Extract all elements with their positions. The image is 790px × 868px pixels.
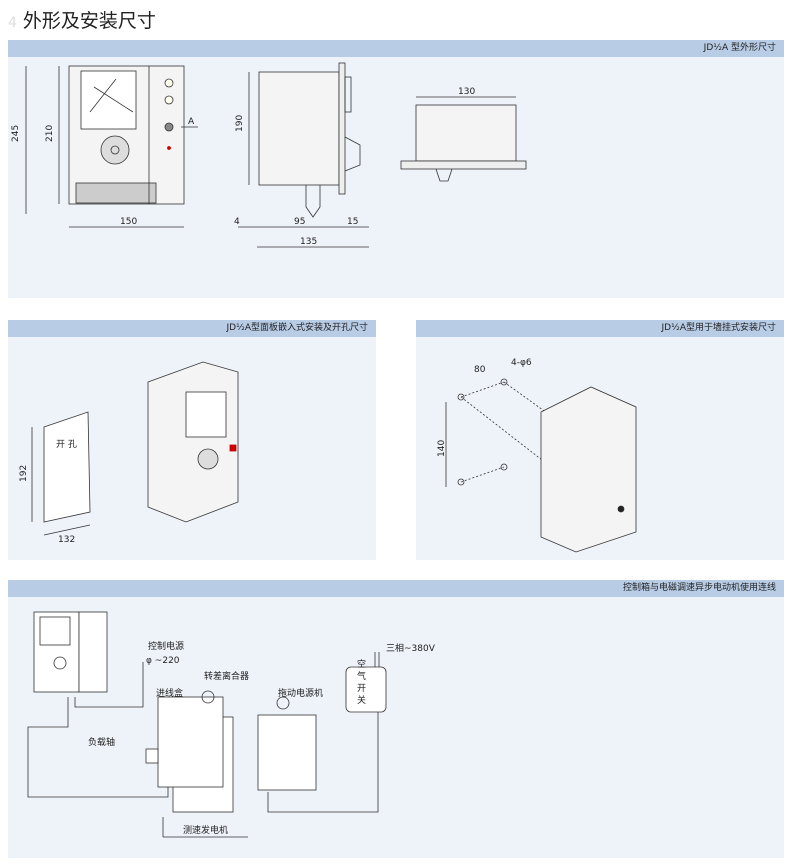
wiring-drawing xyxy=(27,611,387,838)
svg-text:192: 192 xyxy=(19,465,29,482)
wall-mount-labels: 80 4-φ6 140 xyxy=(437,358,532,457)
svg-text:控制电源: 控制电源 xyxy=(148,640,184,652)
svg-text:4: 4 xyxy=(234,217,240,227)
svg-text:关: 关 xyxy=(357,694,366,706)
outline-dimensions-panel: JD½A 型外形尺寸 245 210 150 A 190 4 95 15 135… xyxy=(8,40,784,298)
svg-text:245: 245 xyxy=(11,125,21,142)
outline-drawing xyxy=(25,62,527,248)
panel-mount-labels: 开 孔 192 132 xyxy=(19,439,77,545)
svg-text:负载轴: 负载轴 xyxy=(88,736,115,748)
svg-text:拖动电源机: 拖动电源机 xyxy=(278,687,323,699)
svg-text:进线盒: 进线盒 xyxy=(156,687,183,699)
svg-text:开 孔: 开 孔 xyxy=(56,439,77,450)
svg-text:φ ~220: φ ~220 xyxy=(146,656,180,666)
section-heading: 控制箱与电磁调速异步电动机使用连线 xyxy=(8,580,784,597)
svg-text:210: 210 xyxy=(45,125,55,142)
wall-mount-panel: JD½A型用于墙挂式安装尺寸 80 4-φ6 140 xyxy=(416,320,784,560)
svg-text:开: 开 xyxy=(357,683,366,694)
wiring-panel: 控制箱与电磁调速异步电动机使用连线 控制电源 φ ~220 转差离合器 进线盒 … xyxy=(8,580,784,858)
svg-text:95: 95 xyxy=(294,217,305,227)
section-heading: JD½A型面板嵌入式安装及开孔尺寸 xyxy=(8,320,376,337)
svg-text:4-φ6: 4-φ6 xyxy=(511,358,532,368)
svg-text:130: 130 xyxy=(458,87,475,97)
section-heading: JD½A 型外形尺寸 xyxy=(8,40,784,57)
svg-text:15: 15 xyxy=(347,217,358,227)
svg-text:三相~380V: 三相~380V xyxy=(386,642,436,654)
svg-text:135: 135 xyxy=(300,237,317,247)
svg-text:空: 空 xyxy=(357,658,366,670)
svg-text:转差离合器: 转差离合器 xyxy=(204,670,249,682)
svg-text:测速发电机: 测速发电机 xyxy=(183,824,228,836)
svg-text:132: 132 xyxy=(58,535,75,545)
svg-text:80: 80 xyxy=(474,365,486,375)
svg-text:190: 190 xyxy=(235,115,245,132)
panel-mount-drawing xyxy=(31,361,239,536)
wiring-labels: 控制电源 φ ~220 转差离合器 进线盒 拖动电源机 三相~380V 空 气 … xyxy=(88,640,436,836)
dimension-labels: 245 210 150 A 190 4 95 15 135 130 xyxy=(11,87,475,247)
svg-text:气: 气 xyxy=(357,670,366,682)
svg-text:150: 150 xyxy=(120,217,137,227)
section-heading: JD½A型用于墙挂式安装尺寸 xyxy=(416,320,784,337)
svg-text:140: 140 xyxy=(437,440,447,457)
svg-text:A: A xyxy=(188,117,195,127)
panel-mount-panel: JD½A型面板嵌入式安装及开孔尺寸 开 孔 192 132 xyxy=(8,320,376,560)
wall-mount-drawing xyxy=(445,378,637,553)
